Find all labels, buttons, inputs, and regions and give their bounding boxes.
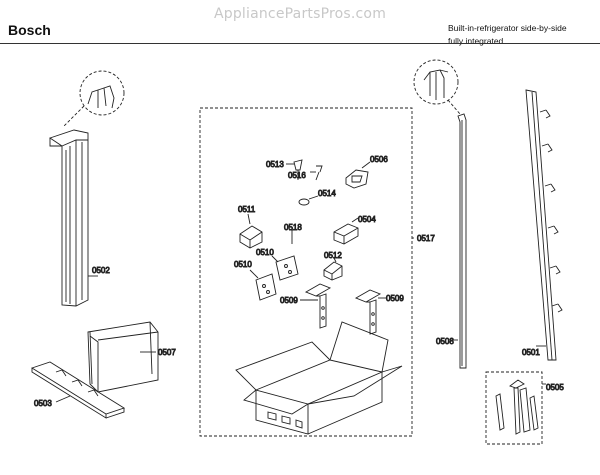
label-0509-right: 0509 [386, 294, 404, 303]
header-divider [0, 43, 600, 44]
part-0509-angle-right[interactable] [354, 289, 382, 335]
kit-0505-boundary [485, 371, 543, 445]
part-0502-profile[interactable] [48, 70, 125, 307]
label-0511: 0511 [238, 205, 256, 214]
label-0507: 0507 [158, 348, 176, 357]
label-0505: 0505 [546, 383, 564, 392]
part-0503-trim[interactable] [30, 361, 126, 419]
label-0518: 0518 [284, 223, 302, 232]
part-0504-bracket[interactable] [333, 223, 359, 245]
label-0503: 0503 [34, 399, 52, 408]
label-0509-left: 0509 [280, 296, 298, 305]
label-0512: 0512 [324, 251, 342, 260]
part-0501-rail[interactable] [525, 89, 563, 361]
packaging-box [235, 321, 403, 435]
label-0513: 0513 [266, 160, 284, 169]
model-description: Built-in-refrigerator side-by-side fully… [448, 22, 567, 48]
label-0517: 0517 [417, 234, 435, 243]
label-0502: 0502 [92, 266, 110, 275]
brand-name: Bosch [8, 22, 51, 38]
part-0512-bracket[interactable] [323, 261, 343, 281]
part-0506-clip[interactable] [345, 169, 369, 189]
description-line-1: Built-in-refrigerator side-by-side [448, 23, 567, 33]
part-0511-bracket[interactable] [239, 225, 263, 249]
part-0514-nut[interactable] [298, 198, 310, 206]
label-0508: 0508 [436, 337, 454, 346]
kit-boundary [199, 107, 413, 437]
label-0506: 0506 [370, 155, 388, 164]
part-0518-pin[interactable] [289, 229, 295, 244]
part-0513-screw[interactable] [293, 159, 303, 180]
watermark: AppliancePartsPros.com [213, 6, 387, 22]
label-0501: 0501 [522, 348, 540, 357]
part-0508-strip[interactable] [413, 59, 467, 369]
description-line-2: fully integrated [448, 36, 504, 46]
part-0516-screw[interactable] [315, 165, 323, 181]
part-0505-set[interactable] [495, 379, 539, 435]
part-0510-plate-lower[interactable] [255, 273, 277, 301]
label-0516: 0516 [288, 171, 306, 180]
label-0504: 0504 [358, 215, 376, 224]
label-0510-upper: 0510 [256, 248, 274, 257]
part-0507-panel[interactable] [87, 321, 159, 393]
label-0510-lower: 0510 [234, 260, 252, 269]
label-0514: 0514 [318, 189, 336, 198]
part-0510-plate-upper[interactable] [275, 255, 299, 281]
part-0509-angle-left[interactable] [304, 283, 332, 329]
